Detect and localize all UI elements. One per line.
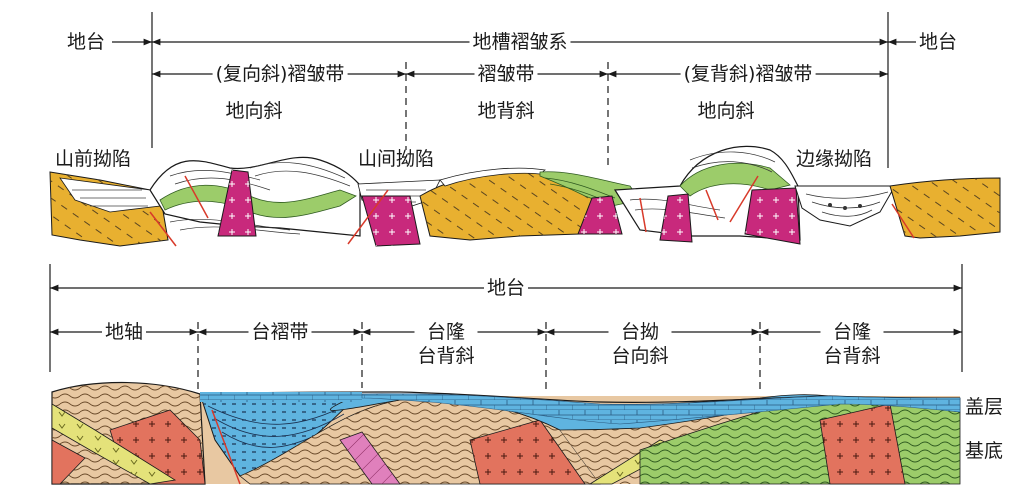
label-anteclise-2: 台背斜 bbox=[823, 345, 881, 367]
label-zone-mid: 褶皱带 bbox=[474, 63, 538, 85]
label-intermontane: 山间拗陷 bbox=[358, 148, 435, 170]
label-platform: 地台 bbox=[483, 277, 529, 299]
label-foredeep: 山前拗陷 bbox=[55, 148, 132, 170]
label-uplift-1: 台隆 台背斜 bbox=[414, 320, 478, 368]
label-uplift-1-name: 台隆 bbox=[426, 321, 466, 343]
label-depression: 台拗 台向斜 bbox=[608, 320, 672, 368]
label-sub-mid: 地背斜 bbox=[477, 100, 535, 122]
label-uplift-2-name: 台隆 bbox=[832, 321, 872, 343]
label-zone-right: (复背斜)褶皱带 bbox=[680, 63, 816, 85]
label-basement: 基底 bbox=[965, 440, 1004, 462]
label-sub-left: 地向斜 bbox=[225, 100, 283, 122]
lower-cross-section bbox=[51, 381, 961, 485]
upper-cross-section bbox=[49, 145, 1001, 247]
label-shield: 地轴 bbox=[101, 321, 147, 343]
label-geosyncline-system: 地槽褶皱系 bbox=[469, 31, 571, 53]
label-syneclise: 台向斜 bbox=[611, 345, 669, 367]
label-sub-right: 地向斜 bbox=[697, 100, 755, 122]
label-depression-name: 台拗 bbox=[620, 321, 660, 343]
label-right-platform: 地台 bbox=[916, 31, 961, 53]
label-zone-left: (复向斜)褶皱带 bbox=[212, 63, 348, 85]
label-cover: 盖层 bbox=[965, 396, 1004, 418]
label-marginal: 边缘拗陷 bbox=[796, 148, 873, 170]
label-uplift-2: 台隆 台背斜 bbox=[820, 320, 884, 368]
label-anteclise-1: 台背斜 bbox=[417, 345, 475, 367]
label-left-platform: 地台 bbox=[64, 31, 109, 53]
label-fold-belt: 台褶带 bbox=[248, 321, 312, 343]
